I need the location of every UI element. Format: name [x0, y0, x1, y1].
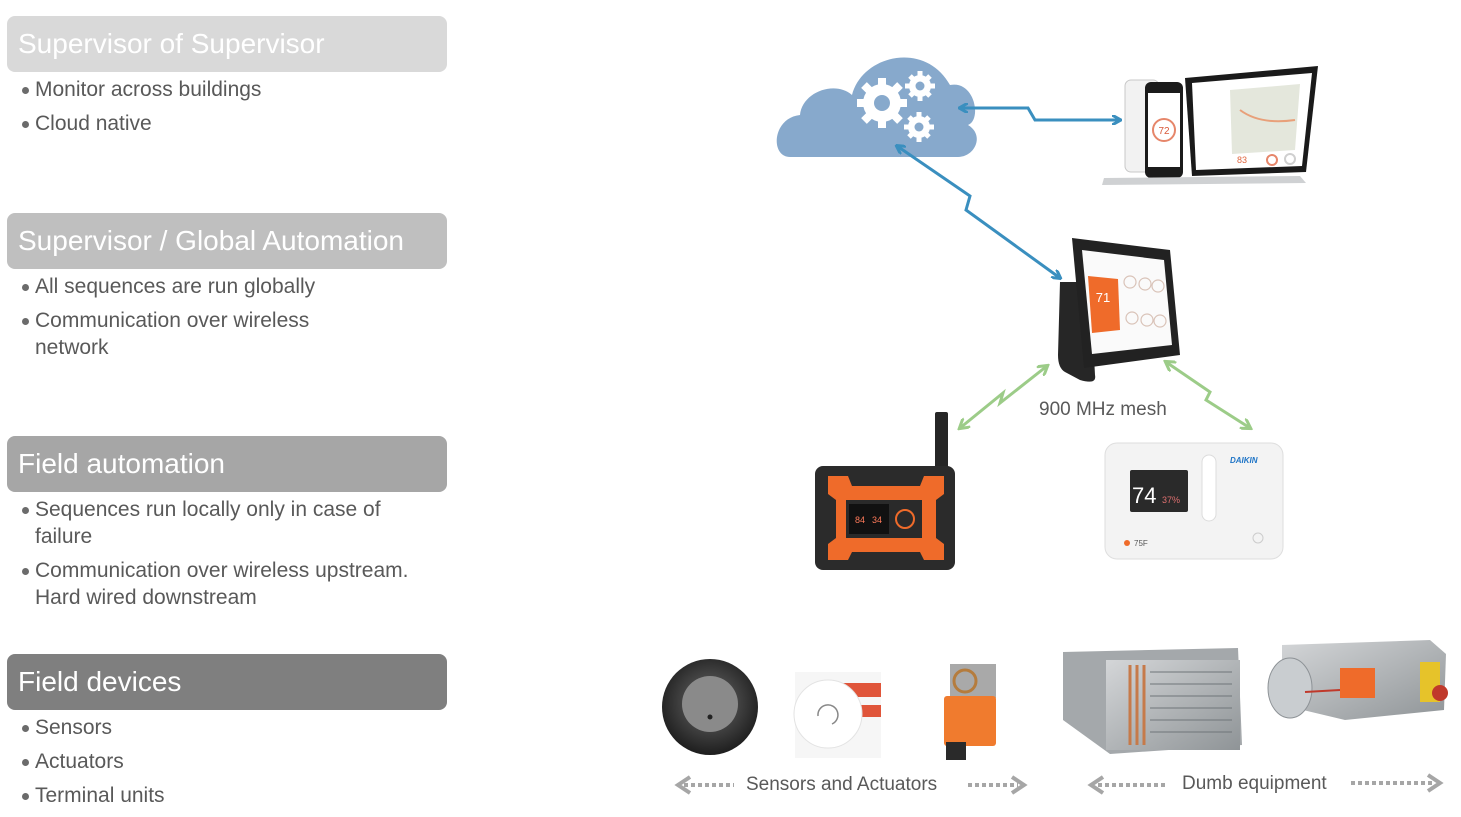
mesh-link-right	[1166, 362, 1250, 428]
brand-logo: 75F	[1134, 539, 1148, 548]
cloud-icon	[776, 57, 977, 157]
tier-header: Field devices	[7, 654, 447, 710]
tier-field-devices: Field devices Sensors Actuators Terminal…	[7, 654, 447, 816]
wireless-sensor-puck	[662, 659, 758, 755]
bullet: Monitor across buildings	[21, 76, 447, 103]
gear-icon-small	[904, 112, 934, 142]
bullet: Sensors	[21, 714, 447, 741]
mesh-label: 900 MHz mesh	[1039, 399, 1167, 420]
tier-bullets: Sequences run locally only in case of fa…	[7, 496, 447, 611]
equipment-range-arrow	[1087, 773, 1444, 795]
dumb-equipment-label: Dumb equipment	[1182, 773, 1327, 794]
mesh-link-left	[960, 366, 1047, 428]
supervisor-tablet: 71	[1058, 238, 1180, 382]
damper-actuator	[944, 664, 996, 760]
sensors-actuators-label: Sensors and Actuators	[746, 774, 938, 795]
bullet: Actuators	[21, 748, 447, 775]
heating-coil	[1063, 648, 1242, 754]
bullet: Terminal units	[21, 782, 447, 809]
gear-icon-small	[905, 71, 935, 101]
tablet-temperature: 71	[1096, 290, 1110, 305]
bullet: Sequences run locally only in case of fa…	[21, 496, 415, 550]
tier-bullets: Sensors Actuators Terminal units	[7, 714, 447, 809]
tier-header: Supervisor / Global Automation	[7, 213, 447, 269]
bullet: Cloud native	[21, 110, 447, 137]
tier-supervisor-global-automation: Supervisor / Global Automation All seque…	[7, 213, 447, 368]
thermostat-temperature: 74	[1132, 483, 1156, 508]
tier-bullets: Monitor across buildings Cloud native	[7, 76, 447, 137]
tier-header: Supervisor of Supervisor	[7, 16, 447, 72]
phone-temperature: 72	[1158, 126, 1170, 137]
controller-value-1: 84	[855, 515, 865, 525]
daikin-logo: DAIKIN	[1230, 456, 1258, 465]
bullet: Communication over wireless network	[21, 307, 355, 361]
field-controller: 84 34	[815, 412, 955, 570]
tier-supervisor-of-supervisor: Supervisor of Supervisor Monitor across …	[7, 16, 447, 144]
tier-field-automation: Field automation Sequences run locally o…	[7, 436, 447, 618]
thermostat-humidity: 37%	[1162, 495, 1180, 505]
mobile-and-web-apps: 72 83	[1102, 66, 1318, 185]
gear-icon	[857, 78, 907, 128]
bullet: All sequences are run globally	[21, 273, 447, 300]
temperature-humidity-sensor	[793, 672, 881, 758]
laptop-value: 83	[1237, 155, 1247, 165]
controller-value-2: 34	[872, 515, 882, 525]
cloud-apps-link	[960, 108, 1120, 120]
sensors-range-arrow	[674, 775, 1028, 795]
tier-bullets: All sequences are run globally Communica…	[7, 273, 447, 361]
thermostat: 74 37% DAIKIN 75F	[1104, 442, 1284, 560]
bullet: Communication over wireless upstream. Ha…	[21, 557, 415, 611]
tier-header: Field automation	[7, 436, 447, 492]
vav-box	[1267, 640, 1448, 720]
cloud-tablet-link	[897, 146, 1060, 278]
